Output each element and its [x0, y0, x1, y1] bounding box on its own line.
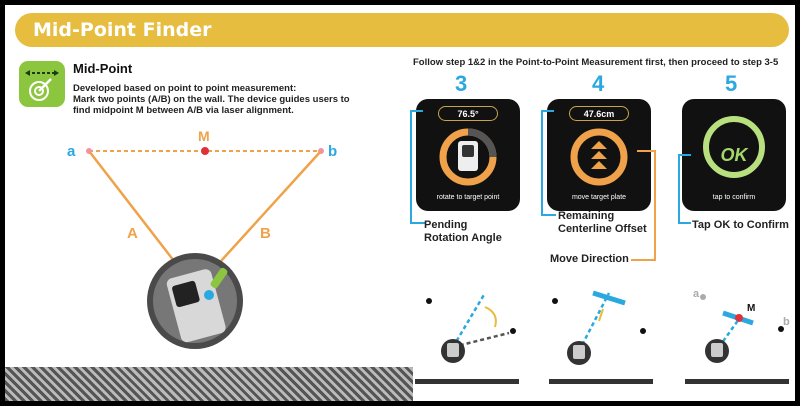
step-connectors	[410, 110, 691, 261]
step-4-caption: move target plate	[571, 194, 627, 201]
rotation-ring	[439, 128, 497, 186]
bottom-scenes: a b M	[415, 288, 790, 384]
midpoint-diagram: a b M A B	[67, 128, 337, 349]
scene-5: a b M	[685, 288, 790, 384]
step-5-number: 5	[725, 71, 738, 96]
step-3-label-line-1: Pending	[424, 219, 468, 231]
step-4-number: 4	[592, 71, 605, 96]
midpoint-desc-line-1: Developed based on point to point measur…	[73, 83, 297, 94]
header-bar: Mid-Point Finder	[15, 13, 789, 47]
confirm-ring	[703, 116, 765, 178]
step-5-label: Tap OK to Confirm	[692, 219, 789, 231]
ground-texture	[5, 367, 413, 401]
ok-button[interactable]: OK	[720, 145, 748, 165]
scene-5-label-a: a	[693, 288, 700, 300]
label-m: M	[198, 128, 210, 144]
device-top-view	[147, 253, 243, 349]
step-3-number: 3	[455, 71, 468, 96]
step-3-label: Pending Rotation Angle	[424, 219, 502, 245]
offset-readout: 47.6cm	[569, 106, 629, 121]
midpoint-description: Developed based on point to point measur…	[73, 83, 373, 116]
move-ring	[570, 128, 628, 186]
label-line-a: A	[127, 225, 138, 242]
scene-5-label-m: M	[747, 303, 755, 314]
rotation-angle-readout: 76.5°	[438, 106, 498, 121]
step-3-caption: rotate to target point	[436, 194, 500, 201]
label-b: b	[328, 143, 337, 160]
point-m-marker	[201, 147, 209, 155]
scene-4	[549, 290, 653, 384]
step-4-label-line-2: Centerline Offset	[558, 223, 647, 235]
page-title: Mid-Point Finder	[33, 19, 212, 41]
step-3-label-line-2: Rotation Angle	[424, 232, 502, 244]
midpoint-title: Mid-Point	[73, 61, 133, 76]
label-a: a	[67, 143, 76, 160]
step-3-device-screen: 76.5° rotate to target point	[416, 99, 520, 211]
step-4-label: Remaining Centerline Offset	[558, 210, 647, 236]
label-line-b: B	[260, 225, 271, 242]
step-5-device-screen: OK tap to confirm	[682, 99, 786, 211]
move-direction-label: Move Direction	[550, 253, 629, 265]
scene-5-label-b: b	[783, 316, 790, 328]
laser-target-icon	[19, 61, 65, 107]
step-4-label-line-1: Remaining	[558, 210, 615, 222]
midpoint-desc-line-3: find midpoint M between A/B via laser al…	[73, 105, 294, 116]
page: Mid-Point Finder Mid-Point Developed bas…	[5, 5, 795, 401]
scene-3	[415, 292, 519, 384]
step-4-device-screen: 47.6cm move target plate	[547, 99, 651, 211]
step-5-caption: tap to confirm	[712, 194, 756, 201]
instruction-text: Follow step 1&2 in the Point-to-Point Me…	[413, 57, 779, 68]
midpoint-desc-line-2: Mark two points (A/B) on the wall. The d…	[73, 94, 350, 105]
